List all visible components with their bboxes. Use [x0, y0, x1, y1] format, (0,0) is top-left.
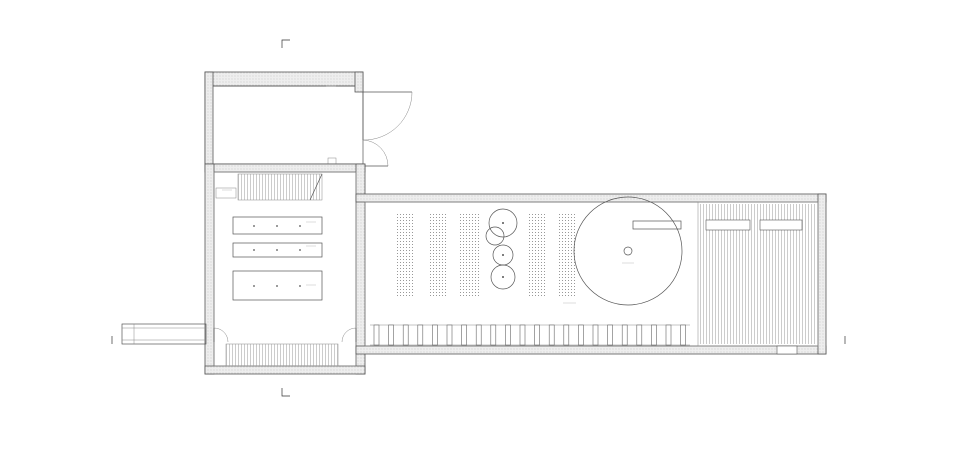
- side-doors: [213, 327, 357, 343]
- bench: [636, 324, 643, 346]
- right-wing-walls: [355, 193, 827, 355]
- entrance-ramp: [121, 323, 207, 345]
- circular-elements: [485, 196, 683, 306]
- bench: [505, 324, 511, 346]
- bench: [651, 324, 657, 346]
- bench: [446, 324, 453, 346]
- bench: [665, 324, 672, 346]
- lower-stair: [225, 343, 339, 367]
- bench: [373, 324, 380, 346]
- bench-row: [370, 324, 690, 346]
- annotation-ticks: [222, 85, 634, 304]
- bench: [534, 324, 540, 346]
- bench: [388, 324, 394, 346]
- bench: [548, 324, 555, 346]
- striped-room: [697, 201, 819, 355]
- bench: [680, 324, 686, 346]
- bench: [490, 324, 497, 346]
- bench: [417, 324, 424, 346]
- bench: [563, 324, 570, 346]
- bench: [621, 324, 628, 346]
- bench: [592, 324, 599, 346]
- upper-stair: [215, 173, 323, 201]
- bench: [519, 324, 526, 346]
- display-tables: [232, 216, 323, 301]
- bench: [461, 324, 467, 346]
- section-marks: [111, 39, 846, 397]
- bench: [607, 324, 613, 346]
- bench: [475, 324, 482, 346]
- upper-porch: [204, 71, 364, 167]
- bench: [432, 324, 438, 346]
- planting-beds: [397, 213, 576, 297]
- bench: [402, 324, 409, 346]
- entry-door-swings: [362, 91, 413, 167]
- bench: [578, 324, 584, 346]
